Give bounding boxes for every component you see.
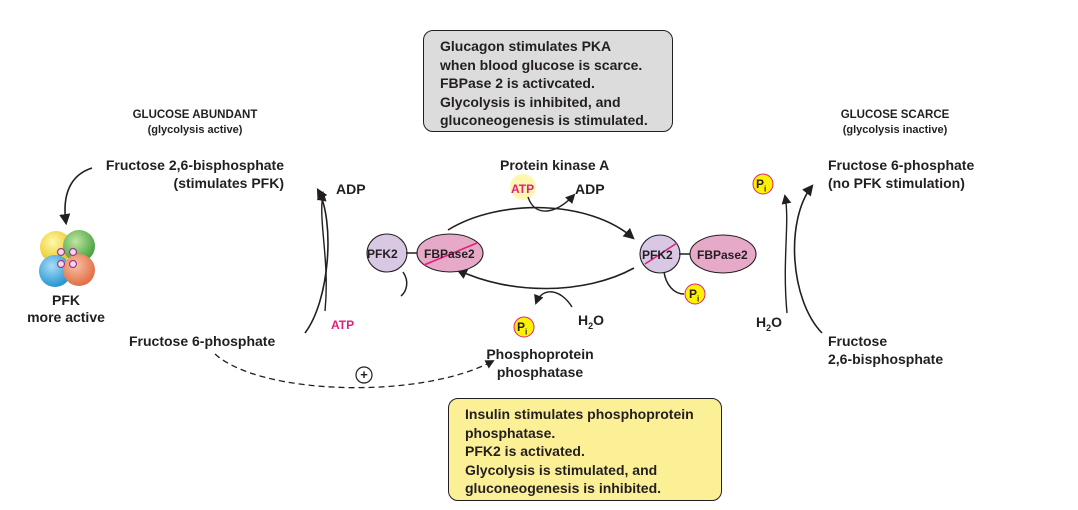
glucagon-line: when blood glucose is scarce. bbox=[440, 56, 643, 73]
pi-circle-center bbox=[513, 316, 535, 338]
left-kinase-arc bbox=[304, 188, 329, 334]
f26bp-to-pfk-arrow bbox=[59, 167, 93, 226]
plus-sign-circle bbox=[355, 366, 373, 384]
enzyme-pi-label: Pi bbox=[689, 287, 700, 304]
f6p-stimulates-phosphatase-arrow bbox=[214, 353, 495, 389]
protein-kinase-a-label: Protein kinase A bbox=[500, 157, 610, 173]
glucose-abundant-heading: GLUCOSE ABUNDANT bbox=[132, 109, 258, 121]
glucagon-line: gluconeogenesis is stimulated. bbox=[440, 112, 648, 128]
left-f26bp-label: Fructose 2,6-bisphosphate bbox=[105, 157, 284, 173]
insulin-line: Insulin stimulates phosphoprotein bbox=[465, 406, 694, 422]
center-water-label: H2O bbox=[578, 312, 605, 331]
pfk-label: PFK bbox=[52, 292, 80, 308]
pfk-note: more active bbox=[27, 309, 105, 325]
glucose-abundant-subheading: (glycolysis active) bbox=[147, 124, 243, 136]
phosphatase-label-line1: Phosphoprotein bbox=[486, 346, 594, 362]
pka-phosphorylation-arrow bbox=[447, 206, 635, 240]
center-adp-label: ADP bbox=[575, 181, 605, 197]
glucose-scarce-heading: GLUCOSE SCARCE bbox=[840, 109, 950, 121]
glucagon-info-box: Glucagon stimulates PKA when blood gluco… bbox=[423, 30, 673, 132]
bifunctional-enzyme-right bbox=[639, 234, 757, 295]
pi-circle-enzyme bbox=[684, 283, 706, 305]
left-f26bp-note: (stimulates PFK) bbox=[173, 175, 284, 191]
left-pfk2-label: PFK2 bbox=[367, 247, 398, 261]
insulin-line: Glycolysis is stimulated, and bbox=[465, 461, 658, 478]
insulin-line: PFK2 is activated. bbox=[465, 443, 585, 459]
fbpase2-inactive-strike bbox=[423, 242, 478, 266]
phosphatase-dephosphorylation-arrow bbox=[455, 267, 635, 290]
center-atp-label: ATP bbox=[511, 182, 535, 196]
right-f26bp-line2: 2,6-bisphosphate bbox=[828, 351, 944, 367]
glucose-scarce-subheading: (glycolysis inactive) bbox=[842, 124, 948, 136]
center-water-pi-arrow bbox=[534, 291, 573, 308]
right-f26bp-line1: Fructose bbox=[828, 333, 888, 349]
glucagon-line: FBPase 2 is activcated. bbox=[440, 75, 595, 91]
right-phosphatase-arc bbox=[793, 184, 823, 334]
left-fbpase2-label: FBPase2 bbox=[424, 247, 475, 261]
insulin-info-box: Insulin stimulates phosphoprotein phosph… bbox=[448, 398, 722, 501]
insulin-line: gluconeogenesis is inhibited. bbox=[465, 480, 662, 496]
glucagon-line: Glycolysis is inhibited, and bbox=[440, 93, 621, 110]
phosphatase-label-line2: phosphatase bbox=[496, 364, 584, 380]
right-f6p-note: (no PFK stimulation) bbox=[828, 175, 965, 191]
right-water-label: H2O bbox=[756, 314, 783, 333]
atp-glow bbox=[510, 174, 536, 200]
pi-circle-right bbox=[752, 173, 774, 195]
right-fbpase2-label: FBPase2 bbox=[697, 248, 748, 262]
glucagon-line: Glucagon stimulates PKA bbox=[440, 38, 612, 54]
right-pi-label: Pi bbox=[756, 177, 767, 194]
left-atp-adp-arrow bbox=[316, 191, 327, 312]
center-pi-label: Pi bbox=[517, 320, 528, 337]
pfk2-inactive-strike bbox=[644, 242, 678, 265]
pfk-enzyme-icon bbox=[39, 230, 95, 287]
plus-sign: + bbox=[360, 367, 368, 382]
left-adp-label: ADP bbox=[336, 181, 366, 197]
bifunctional-enzyme-left bbox=[366, 233, 484, 297]
right-water-pi-arrow bbox=[781, 194, 792, 314]
left-atp-label: ATP bbox=[331, 318, 355, 332]
right-f6p-label: Fructose 6-phosphate bbox=[828, 157, 975, 173]
right-pfk2-label: PFK2 bbox=[642, 248, 673, 262]
insulin-line: phosphatase. bbox=[465, 424, 556, 441]
center-atp-adp-arrow bbox=[527, 193, 576, 212]
left-f6p-label: Fructose 6-phosphate bbox=[129, 333, 276, 349]
